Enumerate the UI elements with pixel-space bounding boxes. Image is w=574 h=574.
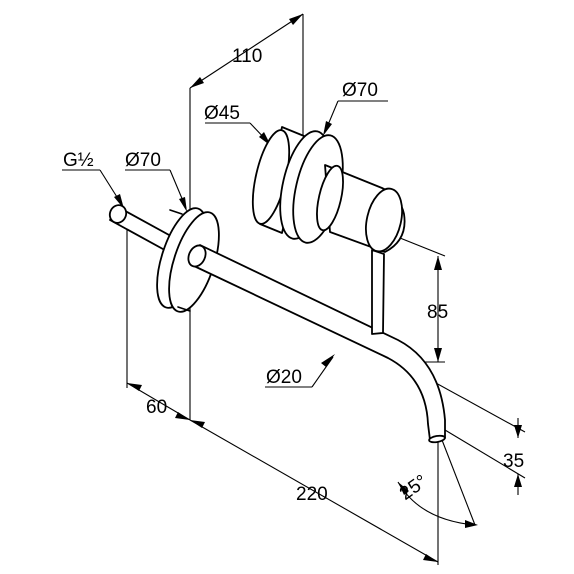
spout-pipe bbox=[193, 244, 446, 441]
spout-outlet bbox=[428, 434, 446, 444]
label-60: 60 bbox=[146, 397, 167, 418]
g-half-thread-end bbox=[108, 204, 128, 224]
spout-assembly bbox=[108, 204, 446, 444]
label-25-degrees: 25° bbox=[396, 471, 432, 505]
label-85: 85 bbox=[427, 302, 448, 323]
label-diameter-70-mixer: Ø70 bbox=[342, 80, 378, 101]
label-35: 35 bbox=[503, 451, 524, 472]
label-110: 110 bbox=[232, 46, 262, 67]
label-diameter-20: Ø20 bbox=[266, 367, 302, 388]
dimension-labels: 110 Ø70 Ø45 G½ Ø70 85 Ø20 60 220 35 25° bbox=[63, 46, 524, 505]
label-diameter-70-spout: Ø70 bbox=[125, 150, 161, 171]
label-diameter-45: Ø45 bbox=[204, 103, 240, 124]
label-thread-g-half: G½ bbox=[63, 150, 94, 171]
mixer-lever bbox=[371, 249, 385, 335]
mixer-body bbox=[251, 126, 406, 335]
label-220: 220 bbox=[296, 484, 328, 505]
